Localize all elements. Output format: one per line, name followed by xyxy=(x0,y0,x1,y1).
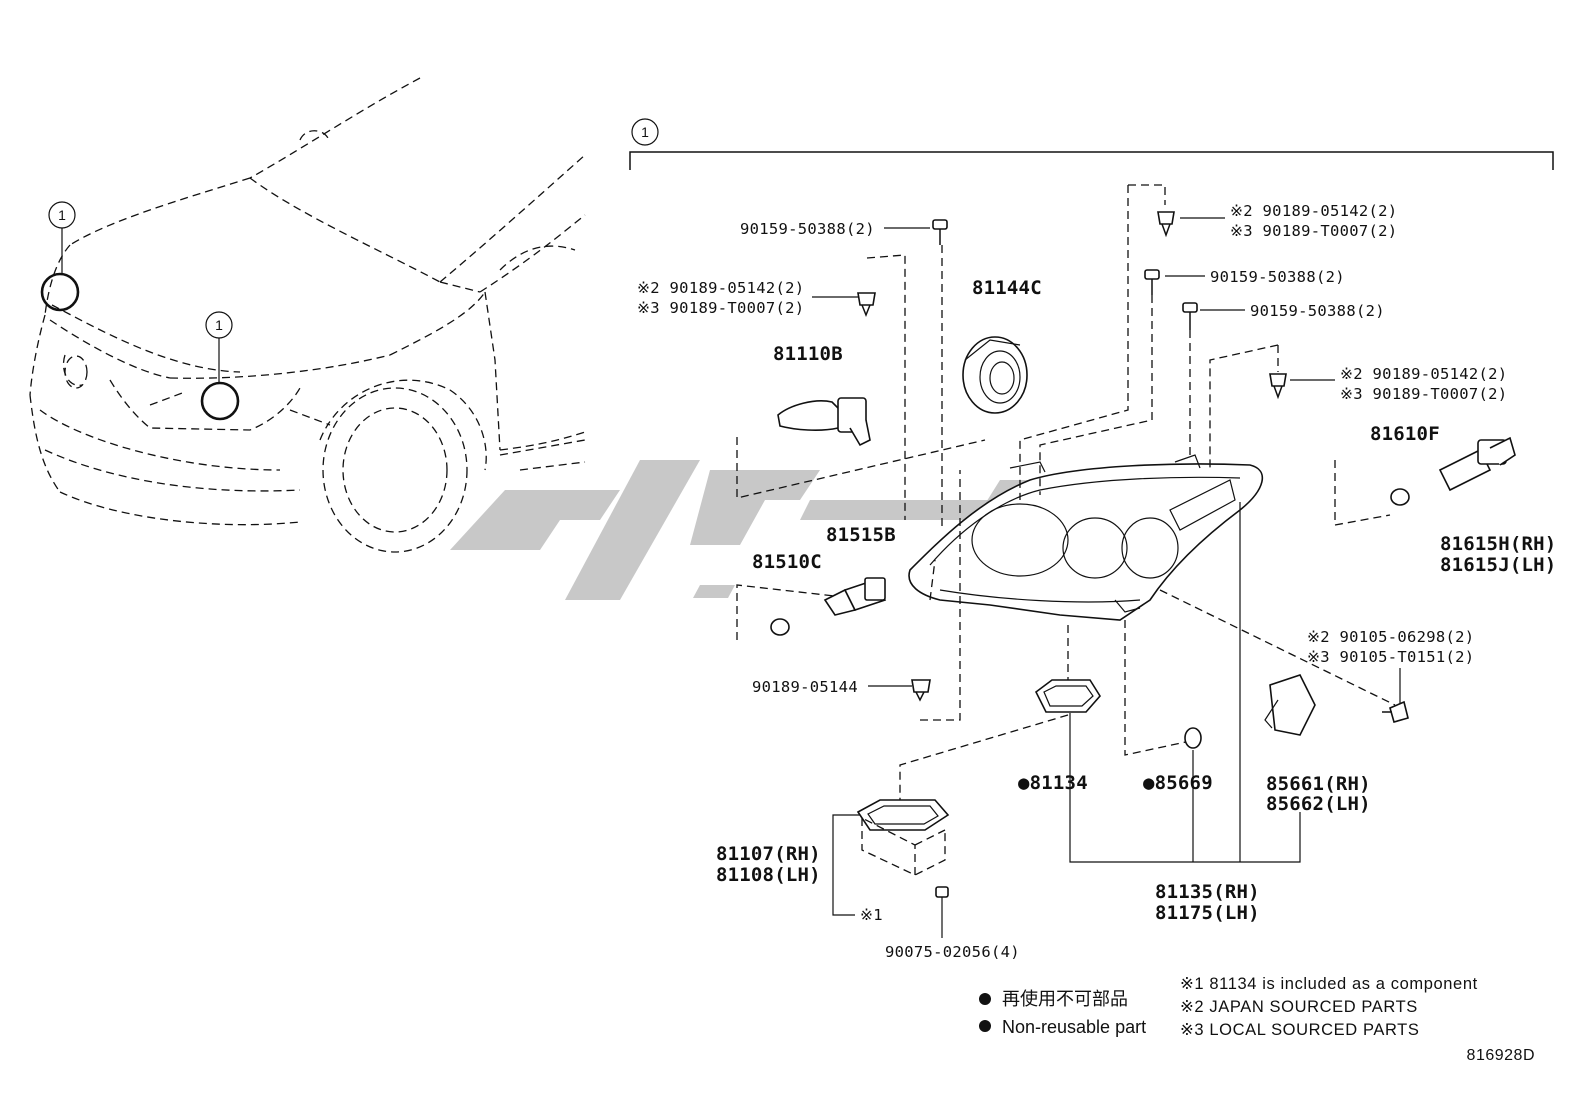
part-screw-top-left xyxy=(932,219,948,245)
part-labels: 90159-50388(2) ※2 90189-05142(2) ※3 9018… xyxy=(637,202,1556,961)
label-81107: 81107(RH) xyxy=(716,843,821,865)
label-note1-ref: ※1 xyxy=(860,906,883,924)
label-90159-right-1: 90159-50388(2) xyxy=(1210,268,1345,286)
label-81108: 81108(LH) xyxy=(716,864,821,886)
assembly-bracket: 1 xyxy=(629,118,1554,170)
part-clip-mid-right xyxy=(1269,373,1287,400)
label-90075: 90075-02056(4) xyxy=(885,943,1020,961)
label-90105-local: ※3 90105-T0151(2) xyxy=(1307,648,1474,666)
label-81615H: 81615H(RH) xyxy=(1440,533,1556,555)
headlamp-housing xyxy=(908,454,1264,621)
vehicle-callout-2: 1 xyxy=(200,311,240,421)
label-90189-mid-right-local: ※3 90189-T0007(2) xyxy=(1340,385,1507,403)
part-screw-right-1 xyxy=(1144,269,1160,295)
legend-jp: 再使用不可部品 xyxy=(1002,989,1128,1009)
label-81515B: 81515B xyxy=(826,524,896,546)
part-socket-81515B xyxy=(823,577,887,616)
label-81135: 81135(RH) xyxy=(1155,881,1260,903)
leader-lines xyxy=(736,184,1396,805)
notes: ※1 81134 is included as a component ※2 J… xyxy=(1180,975,1478,1039)
part-motor-85661 xyxy=(1264,674,1316,736)
part-screw-right-2 xyxy=(1182,302,1198,330)
part-socket-81615 xyxy=(1438,436,1516,492)
label-81134: ●81134 xyxy=(1018,772,1088,794)
label-90189-top-right-local: ※3 90189-T0007(2) xyxy=(1230,222,1397,240)
label-85662: 85662(LH) xyxy=(1266,793,1371,815)
note-1: ※1 81134 is included as a component xyxy=(1180,975,1478,993)
part-clip-top-right xyxy=(1157,211,1175,238)
part-bulb-81510C xyxy=(770,618,790,636)
label-81610F: 81610F xyxy=(1370,423,1440,445)
part-bulb-81110B xyxy=(777,397,871,447)
diagram-code: 816928D xyxy=(1467,1047,1535,1064)
bullet-icon xyxy=(979,1020,991,1032)
label-81144C: 81144C xyxy=(972,277,1042,299)
legend: 再使用不可部品 Non-reusable part xyxy=(979,989,1146,1037)
label-90189-left-local: ※3 90189-T0007(2) xyxy=(637,299,804,317)
vehicle-callout-1: 1 xyxy=(40,201,80,312)
label-90105-jp: ※2 90105-06298(2) xyxy=(1307,628,1474,646)
part-screw-90075 xyxy=(935,886,949,898)
part-computer-81107 xyxy=(856,799,950,876)
label-90159-right-2: 90159-50388(2) xyxy=(1250,302,1385,320)
label-90159-top-left: 90159-50388(2) xyxy=(740,220,875,238)
callout-number: 1 xyxy=(215,317,223,333)
part-cap-81144C xyxy=(962,336,1028,414)
assembly-callout-number: 1 xyxy=(641,124,649,140)
solid-leaders xyxy=(812,217,1401,938)
part-gasket-81134 xyxy=(1034,679,1101,713)
bullet-icon xyxy=(979,993,991,1005)
label-81615J: 81615J(LH) xyxy=(1440,554,1556,576)
callout-number: 1 xyxy=(58,207,66,223)
part-bulb-81610F xyxy=(1390,488,1410,506)
label-90189-mid-right-jp: ※2 90189-05142(2) xyxy=(1340,365,1507,383)
label-90189-left-jp: ※2 90189-05142(2) xyxy=(637,279,804,297)
label-81175: 81175(LH) xyxy=(1155,902,1260,924)
part-bolt-90105 xyxy=(1382,700,1409,723)
label-81510C: 81510C xyxy=(752,551,822,573)
note-2: ※2 JAPAN SOURCED PARTS xyxy=(1180,998,1418,1016)
label-85669: ●85669 xyxy=(1143,772,1213,794)
vehicle-front-illustration xyxy=(29,77,586,553)
legend-en: Non-reusable part xyxy=(1002,1017,1146,1037)
part-clip-left xyxy=(857,292,876,318)
label-85661: 85661(RH) xyxy=(1266,773,1371,795)
label-90189-05144: 90189-05144 xyxy=(752,678,858,696)
label-81110B: 81110B xyxy=(773,343,843,365)
part-oring-85669 xyxy=(1184,727,1202,749)
label-90189-top-right-jp: ※2 90189-05142(2) xyxy=(1230,202,1397,220)
part-clip-90189-05144 xyxy=(911,679,931,702)
note-3: ※3 LOCAL SOURCED PARTS xyxy=(1180,1021,1419,1039)
